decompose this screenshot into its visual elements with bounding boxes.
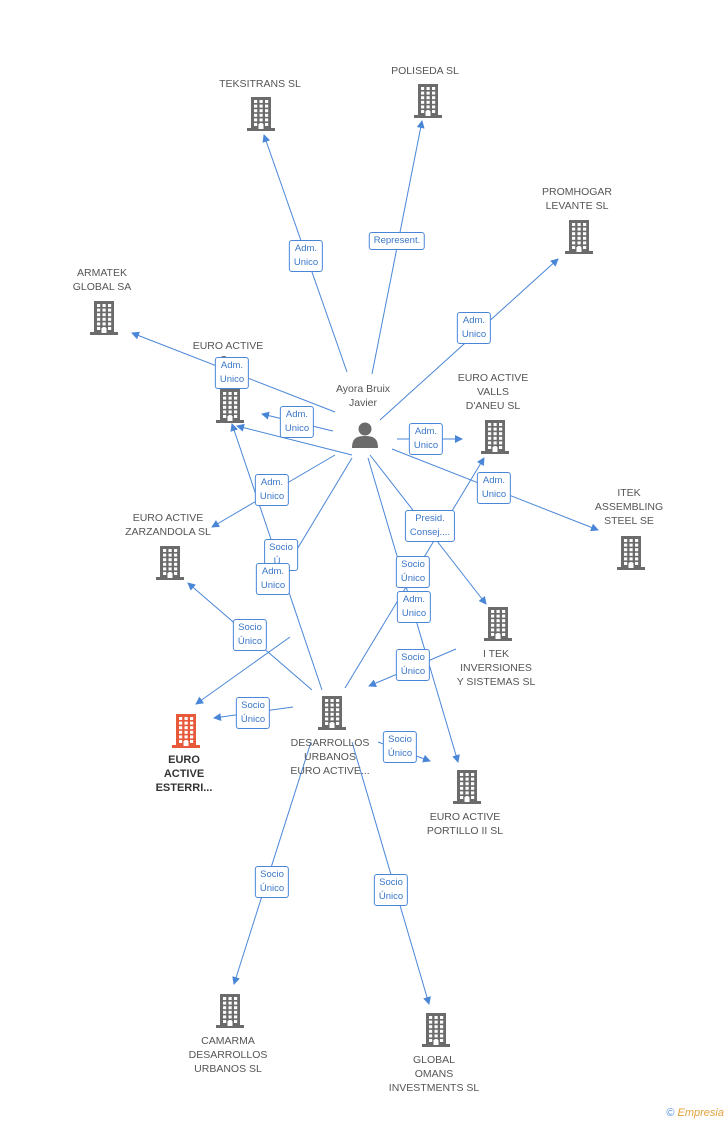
edge-label-itek-steel: Adm. Unico bbox=[476, 472, 512, 504]
edge-label-d-camarma: Socio Único bbox=[254, 866, 290, 898]
edge-label-euro-ca: Adm. Unico bbox=[279, 406, 315, 438]
edge-label-d-omans: Socio Único bbox=[373, 874, 409, 906]
building-icon[interactable] bbox=[156, 546, 184, 580]
edge-label-d-portillo: Socio Único bbox=[382, 731, 418, 763]
edge-label-zarzandola: Adm. Unico bbox=[254, 474, 290, 506]
node-label-desarrollos[interactable]: DESARROLLOS URBANOS EURO ACTIVE... bbox=[290, 737, 370, 777]
building-icon[interactable] bbox=[172, 714, 200, 748]
edge-label-teksitrans: Adm. Unico bbox=[288, 240, 324, 272]
edge-label-itek-d: Socio Único bbox=[395, 649, 431, 681]
edge-line bbox=[351, 741, 431, 1005]
node-label-promhogar[interactable]: PROMHOGAR LEVANTE SL bbox=[541, 186, 612, 212]
edge-label-itek-inv: Presid. Consej.... bbox=[404, 510, 456, 542]
edge-line bbox=[195, 636, 291, 705]
edge-label-valls: Adm. Unico bbox=[408, 423, 444, 455]
node-label-valls[interactable]: EURO ACTIVE VALLS D'ANEU SL bbox=[457, 372, 529, 412]
copyright-symbol: © bbox=[666, 1107, 675, 1119]
node-label-omans[interactable]: GLOBAL OMANS INVESTMENTS SL bbox=[388, 1054, 480, 1094]
building-icon[interactable] bbox=[617, 536, 645, 570]
node-label-itek-steel[interactable]: ITEK ASSEMBLING STEEL SE bbox=[594, 487, 664, 527]
edge-line bbox=[232, 741, 312, 985]
edge-label-desarrollos-p2: Adm. Unico bbox=[396, 591, 432, 623]
building-icon[interactable] bbox=[414, 84, 442, 118]
building-icon[interactable] bbox=[216, 994, 244, 1028]
building-icon[interactable] bbox=[422, 1013, 450, 1047]
building-icon[interactable] bbox=[216, 389, 244, 423]
edge-label-portillo-p: Socio Único bbox=[395, 556, 431, 588]
building-icon[interactable] bbox=[90, 301, 118, 335]
footer-credit: © Empresia bbox=[666, 1107, 724, 1119]
node-label-armatek[interactable]: ARMATEK GLOBAL SA bbox=[72, 267, 132, 293]
node-label-person[interactable]: Ayora Bruix Javier bbox=[335, 383, 391, 409]
brand-name[interactable]: Empresia bbox=[677, 1107, 724, 1119]
building-icon[interactable] bbox=[484, 607, 512, 641]
node-label-poliseda[interactable]: POLISEDA SL bbox=[391, 65, 459, 77]
node-label-itek-inv[interactable]: I TEK INVERSIONES Y SISTEMAS SL bbox=[456, 648, 536, 688]
node-label-teksitrans[interactable]: TEKSITRANS SL bbox=[219, 78, 301, 90]
edge-label-d-zarz: Socio Único bbox=[232, 619, 268, 651]
node-label-camarma[interactable]: CAMARMA DESARROLLOS URBANOS SL bbox=[188, 1035, 268, 1075]
building-icon[interactable] bbox=[565, 220, 593, 254]
person-icon[interactable] bbox=[351, 420, 379, 448]
edge-label-armatek: Adm. Unico bbox=[214, 357, 250, 389]
building-icon[interactable] bbox=[453, 770, 481, 804]
edge-label-d-esterri: Socio Único bbox=[235, 697, 271, 729]
edge-label-promhogar: Adm. Unico bbox=[456, 312, 492, 344]
building-icon[interactable] bbox=[247, 97, 275, 131]
node-label-zarzandola[interactable]: EURO ACTIVE ZARZANDOLA SL bbox=[125, 512, 211, 538]
edge-label-poliseda: Represent. bbox=[368, 232, 426, 250]
building-icon[interactable] bbox=[318, 696, 346, 730]
node-label-esterri[interactable]: EURO ACTIVE ESTERRI... bbox=[155, 754, 213, 794]
edge-label-desarrollos-p: Adm. Unico bbox=[255, 563, 291, 595]
node-label-portillo[interactable]: EURO ACTIVE PORTILLO II SL bbox=[426, 811, 504, 837]
building-icon[interactable] bbox=[481, 420, 509, 454]
edge-line bbox=[236, 423, 353, 456]
